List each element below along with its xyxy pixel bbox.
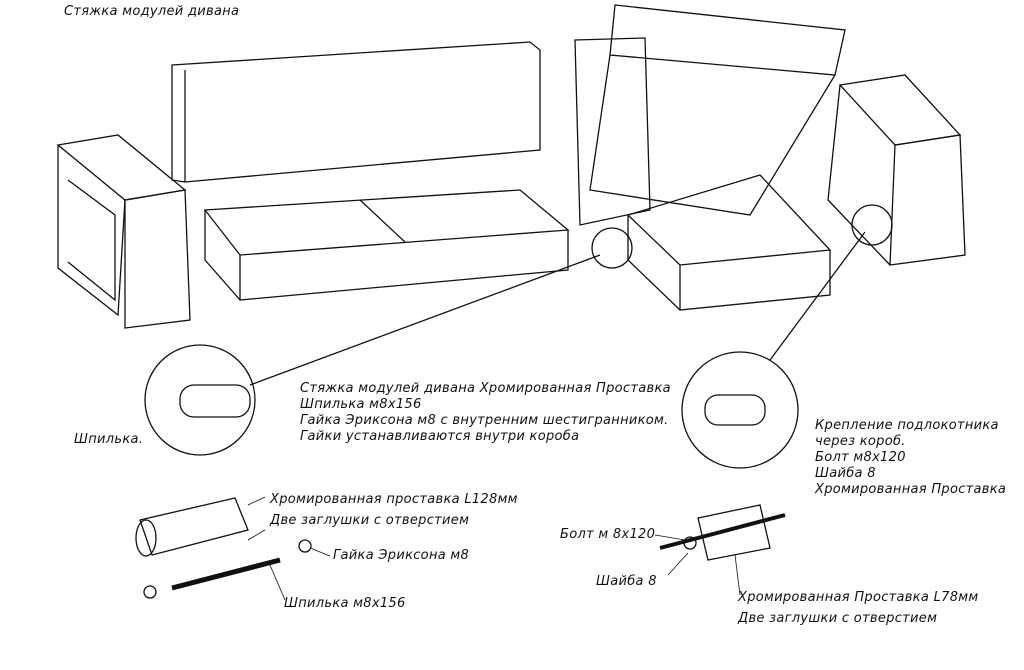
long-spacer-label: Хромированная проставка L128мм Две заглу… — [270, 489, 518, 531]
detail-circle-right — [681, 351, 799, 469]
right-armrest — [827, 74, 966, 266]
nut-label: Гайка Эриксона м8 — [333, 548, 470, 563]
bolt-label: Болт м 8х120 — [560, 527, 656, 542]
backrest — [171, 41, 541, 183]
callout-line: Хромированная Проставка — [815, 482, 1007, 497]
label-line: Хромированная проставка L128мм — [270, 492, 518, 507]
callout-line: Гайки устанавливаются внутри короба — [300, 429, 580, 444]
left-armrest — [56, 134, 191, 329]
corner-module — [574, 4, 846, 311]
stud-label: Шпилька. — [74, 432, 144, 447]
label-line: Хромированная Проставка L78мм — [738, 590, 979, 605]
callout-line: Крепление подлокотника — [815, 418, 999, 433]
callout-line: Болт м8х120 — [815, 450, 906, 465]
callout-line: Шпилька м8х156 — [300, 397, 422, 412]
washer-label: Шайба 8 — [596, 574, 657, 589]
callout-center: Стяжка модулей дивана Хромированная Прос… — [300, 381, 671, 445]
short-spacer-part — [659, 504, 786, 561]
label-line: Две заглушки с отверстием — [738, 611, 938, 626]
label-line: Две заглушки с отверстием — [270, 513, 470, 528]
stud-long-label: Шпилька м8х156 — [284, 596, 406, 611]
drawing-title: Стяжка модулей дивана — [64, 4, 240, 19]
detail-circle-left — [144, 344, 256, 456]
callout-line: Стяжка модулей дивана Хромированная Прос… — [300, 381, 671, 396]
callout-line: через короб. — [815, 434, 906, 449]
long-spacer-part — [135, 497, 312, 599]
callout-line: Гайка Эриксона м8 с внутренним шестигран… — [300, 413, 669, 428]
callout-right: Крепление подлокотника через короб. Болт… — [815, 418, 1006, 498]
middle-seat-box — [203, 189, 570, 301]
callout-line: Шайба 8 — [815, 466, 876, 481]
short-spacer-label: Хромированная Проставка L78мм Две заглуш… — [738, 587, 979, 629]
